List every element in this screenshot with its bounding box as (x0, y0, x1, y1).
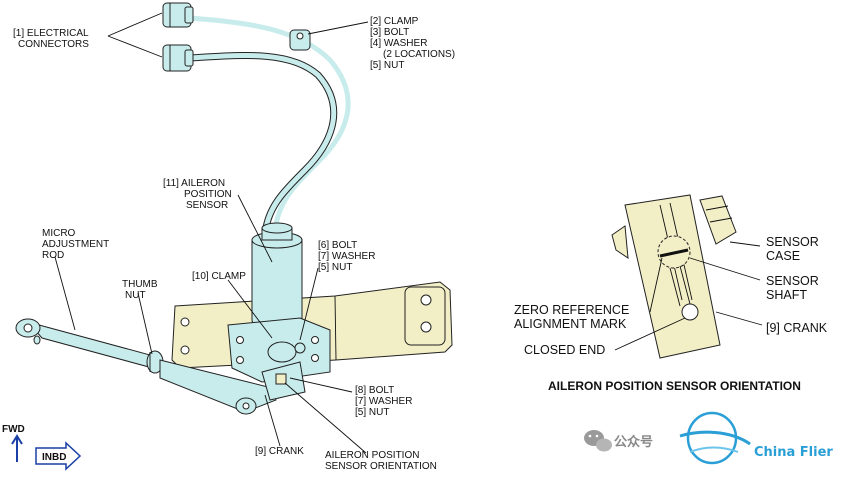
watermark-cn: 公众号 (614, 434, 653, 450)
inbd-arrow-icon (35, 441, 82, 471)
wechat-icon (584, 430, 612, 452)
china-flier-logo-icon (679, 411, 751, 465)
callout-clamp-top: [2] CLAMP [3] BOLT [4] WASHER (2 LOCATIO… (370, 16, 458, 71)
fwd-label: FWD (2, 424, 25, 435)
cable-clamp-top (289, 29, 311, 51)
callout-crank-left: [9] CRANK (255, 446, 304, 457)
detail-title: AILERON POSITION SENSOR ORIENTATION (548, 379, 801, 393)
detail-zero-ref: ZERO REFERENCE ALIGNMENT MARK (514, 303, 633, 331)
detail-sensor-shaft: SENSOR SHAFT (766, 274, 822, 302)
cable-upper-fill (187, 15, 351, 226)
callout-bolt-lower: [8] BOLT [7] WASHER [5] NUT (355, 385, 415, 418)
callout-sensor: [11] AILERON POSITION SENSOR (163, 178, 235, 211)
direction-indicator: FWD INBD (2, 424, 82, 471)
detail-sensor-case: SENSOR CASE (766, 235, 822, 263)
watermark: 公众号 China Flier (584, 411, 833, 465)
detail-closed-end: CLOSED END (524, 343, 605, 357)
callout-orientation-ref: AILERON POSITION SENSOR ORIENTATION (325, 450, 437, 472)
sensor-cable-harness (187, 15, 351, 229)
cable-lower-fill (189, 53, 337, 229)
electrical-connector-lower (162, 44, 194, 72)
micro-adjustment-rod (15, 318, 162, 371)
callout-thumb-nut: THUMB NUT (122, 279, 160, 301)
closed-end-circle (681, 303, 699, 321)
detail-crank: [9] CRANK (766, 321, 828, 335)
callout-connectors: [1] ELECTRICAL CONNECTORS (13, 28, 91, 50)
sensor-orientation-detail (611, 194, 737, 359)
fwd-arrow-icon (11, 434, 23, 462)
watermark-brand: China Flier (754, 445, 833, 460)
callout-micro-rod: MICRO ADJUSTMENT ROD (42, 228, 112, 261)
electrical-connector-upper (162, 2, 194, 28)
callout-clamp-mid: [10] CLAMP (192, 271, 246, 282)
inbd-label: INBD (42, 452, 66, 463)
callout-bolt-upper: [6] BOLT [7] WASHER [5] NUT (318, 240, 378, 273)
thumb-nut (146, 350, 164, 374)
aileron-position-sensor (251, 222, 303, 331)
detail-leaders (614, 241, 763, 351)
sensor-mount-plate (227, 317, 331, 383)
leader-lines (54, 12, 369, 454)
